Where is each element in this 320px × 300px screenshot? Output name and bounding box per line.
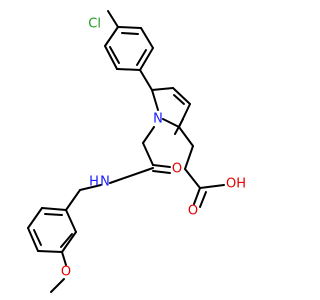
bond [152,164,171,168]
bond [60,233,73,248]
acid-oxygen-label: O [188,204,198,219]
amide-nitrogen-h-label: H [89,175,99,190]
bond [151,89,159,111]
bond [27,207,43,229]
bond [79,184,102,191]
bond [151,87,174,91]
bonds [27,10,225,293]
bond [50,278,65,293]
bond [199,184,225,189]
pyrrole-nitrogen-label: N [153,112,163,127]
bond [121,32,139,35]
bond [193,187,201,205]
bond [109,46,120,64]
bond [33,229,42,246]
bond [172,87,191,105]
bond [104,26,119,47]
bond [117,26,142,29]
atom-labels: Cl N H N O O OH O [61,17,246,280]
bond [27,227,39,252]
bond [173,94,185,105]
bond [184,145,194,170]
bond [116,68,141,71]
amide-oxygen-label: O [172,162,182,177]
bond [109,167,154,184]
bond [65,189,81,211]
bond [61,251,67,266]
bond [199,191,207,208]
bond [152,170,171,174]
bond [136,49,147,66]
bond [142,142,154,166]
bond [139,47,154,71]
bond [61,231,77,253]
bond [184,168,201,189]
bond [107,10,119,28]
bond [41,207,67,211]
bond [37,250,63,253]
bond [139,69,153,91]
bond [104,45,118,70]
chlorine-atom-label: Cl [88,17,101,32]
bond [65,209,77,233]
methoxy-oxygen-label: O [61,265,71,280]
bond [140,27,154,49]
chemical-structure: Cl N H N O O OH O [27,10,246,293]
bond [178,126,194,147]
hydroxyl-label: OH [226,177,246,192]
amide-nitrogen-label: N [100,175,110,190]
bond [142,126,155,144]
bond [44,213,63,216]
bond [162,118,180,128]
